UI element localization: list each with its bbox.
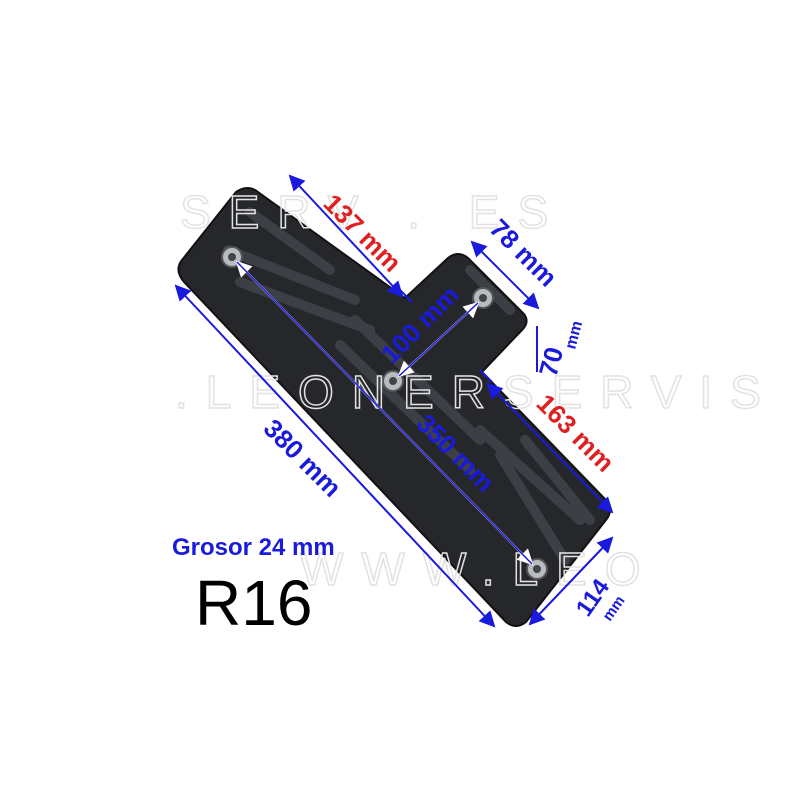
dim-tab-height-unit: mm bbox=[562, 319, 586, 351]
product-code: R16 bbox=[195, 567, 312, 639]
thickness-label: Grosor 24 mm bbox=[172, 534, 335, 561]
watermark-line2: .LEONERSERVIS bbox=[175, 366, 779, 418]
